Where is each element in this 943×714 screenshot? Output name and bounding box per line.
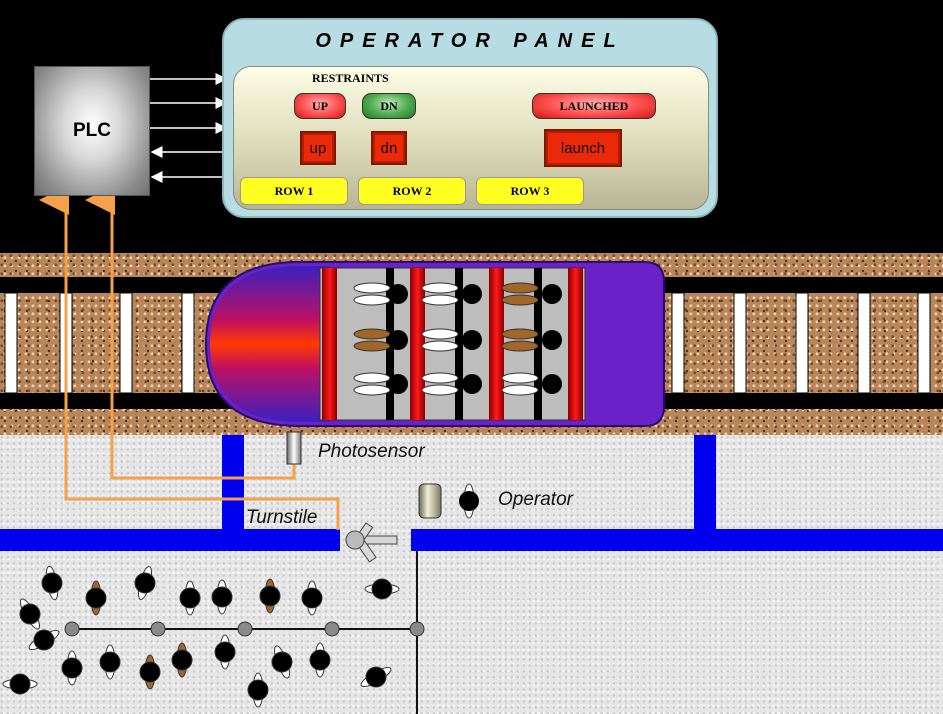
row-1-button[interactable]: ROW 1: [240, 177, 348, 205]
row-3-button[interactable]: ROW 3: [476, 177, 584, 205]
restraints-up-indicator: UP: [294, 93, 346, 119]
row-2-button[interactable]: ROW 2: [358, 177, 466, 205]
panel-title: OPERATOR PANEL: [315, 30, 625, 52]
turnstile-label: Turnstile: [246, 507, 318, 528]
operator-station-icon: [418, 483, 442, 519]
turnstile-icon[interactable]: [345, 522, 398, 563]
restraints-label: RESTRAINTS: [312, 71, 389, 85]
operator-panel: OPERATOR PANEL RESTRAINTS UP DN LAUNCHED…: [222, 18, 718, 218]
launch-button[interactable]: launch: [544, 129, 622, 167]
signal-wires: [39, 185, 340, 530]
operator-label: Operator: [498, 489, 573, 510]
person-icon: [2, 565, 400, 708]
restraints-up-button[interactable]: up: [300, 131, 336, 165]
person-icon: [459, 483, 479, 519]
launched-indicator: LAUNCHED: [532, 93, 656, 119]
ride-vehicle: [204, 261, 665, 427]
plc-box: PLC: [34, 66, 150, 196]
photosensor-icon: [286, 431, 302, 465]
plc-label: PLC: [73, 120, 111, 141]
signal-arrows: [150, 73, 228, 183]
vehicle-restraint-bars: [322, 268, 583, 420]
restraints-down-indicator: DN: [362, 93, 416, 119]
restraints-down-button[interactable]: dn: [371, 131, 407, 165]
photosensor-label: Photosensor: [318, 441, 425, 462]
person-icon: [353, 282, 562, 396]
panel-controls: RESTRAINTS UP DN LAUNCHED up dn launch R…: [233, 66, 709, 210]
queue-rail-icon: [64, 621, 425, 637]
queue-barriers: [0, 435, 943, 551]
